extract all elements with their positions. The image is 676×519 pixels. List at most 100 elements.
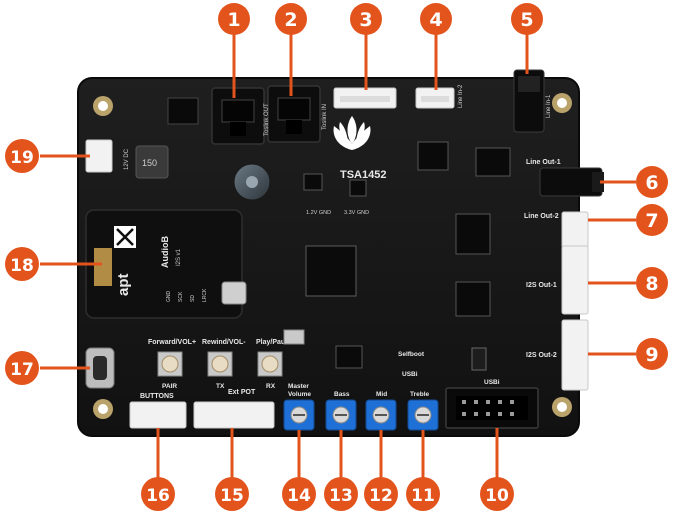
- bass-label: Bass: [334, 391, 350, 398]
- dc-label: 12V DC: [124, 148, 130, 170]
- volume-label: Volume: [288, 391, 311, 398]
- callout-lines: [40, 34, 636, 478]
- audio-jack-line-out-1: [539, 167, 604, 197]
- svg-text:17: 17: [10, 360, 34, 380]
- callout-15: 15: [215, 477, 249, 511]
- ext-pot-connector: [193, 401, 275, 429]
- svg-text:10: 10: [485, 486, 509, 506]
- callout-19: 19: [5, 139, 39, 173]
- svg-text:14: 14: [287, 486, 311, 506]
- svg-text:8: 8: [645, 273, 658, 295]
- callout-6: 6: [636, 166, 668, 198]
- rx-label: RX: [266, 383, 276, 390]
- svg-text:13: 13: [329, 486, 353, 506]
- board-title: TSA1452: [340, 169, 386, 181]
- pair-label: PAIR: [162, 383, 177, 390]
- gnd-1v2-label: 1.2V GND: [306, 210, 331, 216]
- callout-9: 9: [636, 338, 668, 370]
- bluetooth-module: [85, 209, 247, 319]
- line-out-2-connector: [561, 211, 589, 249]
- treble-pot: [407, 399, 439, 431]
- callout-16: 16: [141, 477, 175, 511]
- forward-label: Forward/VOL+: [148, 339, 196, 346]
- callout-10: 10: [480, 477, 514, 511]
- callout-4: 4: [420, 3, 452, 35]
- line-in-1-label: Line In-1: [546, 94, 552, 118]
- pin-lrck-label: LRCK: [202, 288, 208, 302]
- play-label: Play/Pause: [256, 339, 293, 346]
- i2s-out-1-connector: [561, 245, 589, 315]
- audio-jack-line-in-1: [513, 69, 545, 133]
- svg-text:16: 16: [146, 486, 170, 506]
- svg-text:11: 11: [411, 486, 435, 506]
- ext-pot-label: Ext POT: [228, 389, 256, 396]
- usbi-header-label: USBi: [484, 379, 500, 386]
- svg-text:15: 15: [220, 486, 244, 506]
- callout-5: 5: [511, 3, 543, 35]
- buttons-label: BUTTONS: [140, 393, 174, 400]
- capacitor: [233, 163, 271, 201]
- jst-connector-3: [333, 87, 397, 109]
- toslink-out-connector: [267, 85, 321, 143]
- gnd-3v3-label: 3.3V GND: [344, 210, 369, 216]
- i2s-out-2-connector: [561, 319, 589, 391]
- callout-12: 12: [364, 477, 398, 511]
- callout-7: 7: [636, 204, 668, 236]
- svg-text:4: 4: [429, 9, 442, 31]
- i2s-out-2-label: I2S Out-2: [526, 352, 557, 359]
- apt-label: apt: [115, 273, 132, 296]
- i2s-out-1-label: I2S Out-1: [526, 282, 557, 289]
- callout-11: 11: [406, 477, 440, 511]
- svg-text:12: 12: [369, 486, 393, 506]
- svg-text:5: 5: [520, 9, 533, 31]
- svg-text:7: 7: [645, 210, 658, 232]
- callout-18: 18: [5, 247, 39, 281]
- mid-pot: [365, 399, 397, 431]
- callout-1: 1: [218, 3, 250, 35]
- boot-jumper: [471, 347, 487, 371]
- inductor: 150: [135, 145, 169, 179]
- line-out-1-label: Line Out-1: [526, 159, 561, 166]
- audiob-label: AudioB: [160, 236, 170, 268]
- svg-text:9: 9: [645, 344, 658, 366]
- toslink-in-connector: [211, 87, 265, 145]
- jst-connector-4: [415, 87, 455, 109]
- line-out-2-label: Line Out-2: [524, 213, 559, 220]
- inductor-label: 150: [142, 158, 157, 168]
- usbi-header: [445, 387, 539, 429]
- i2s-version-label: I2S v1: [176, 248, 182, 266]
- pin-sck-label: SCK: [178, 291, 184, 302]
- lotus-logo: [333, 116, 371, 150]
- selfboot-label: Selfboot: [398, 351, 425, 358]
- svg-text:19: 19: [10, 148, 34, 168]
- bass-pot: [325, 399, 357, 431]
- svg-text:6: 6: [645, 172, 658, 194]
- toslink-in-label: Toslink IN: [322, 104, 328, 130]
- treble-label: Treble: [410, 391, 430, 398]
- master-volume-pot: [283, 399, 315, 431]
- rx-button: [257, 351, 283, 377]
- callout-14: 14: [282, 477, 316, 511]
- callout-3: 3: [350, 3, 382, 35]
- mid-label: Mid: [376, 391, 387, 398]
- callout-13: 13: [324, 477, 358, 511]
- ic-chips: [167, 97, 511, 369]
- callout-17: 17: [5, 351, 39, 385]
- rewind-label: Rewind/VOL-: [202, 339, 246, 346]
- pin-gnd-label: GND: [166, 291, 172, 303]
- tx-button: [207, 351, 233, 377]
- pair-button: [157, 351, 183, 377]
- master-label: Master: [288, 383, 309, 390]
- tx-label: TX: [216, 383, 225, 390]
- callout-2: 2: [275, 3, 307, 35]
- buttons-connector: [129, 401, 187, 429]
- mounting-holes: [93, 93, 572, 419]
- svg-text:1: 1: [227, 9, 240, 31]
- svg-text:2: 2: [284, 9, 297, 31]
- usb-c-port: [85, 347, 115, 389]
- callout-8: 8: [636, 267, 668, 299]
- toslink-out-label: Toslink OUT: [264, 103, 270, 136]
- line-in-2-label: Line In-2: [458, 84, 464, 108]
- small-tact-switch: [283, 329, 305, 345]
